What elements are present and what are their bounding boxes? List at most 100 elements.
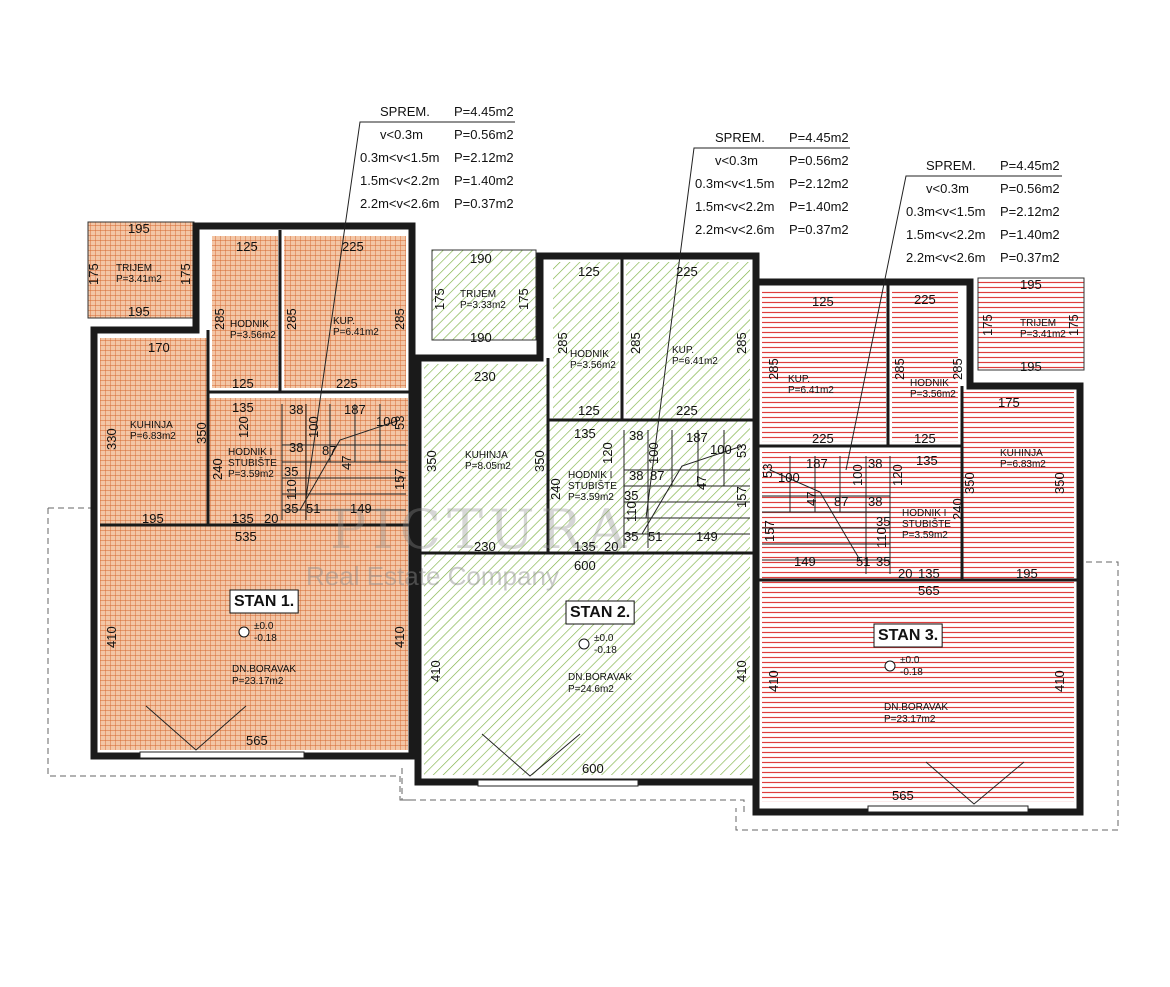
dimension-label: 110 (284, 479, 299, 500)
dimension-label: 38 (868, 456, 882, 471)
room-name: KUHINJA (465, 450, 508, 461)
dimension-label: 175 (516, 288, 531, 310)
dimension-label: 565 (246, 733, 268, 748)
dimension-label: 225 (336, 376, 358, 391)
room-name: KUHINJA (1000, 448, 1043, 459)
room-name: STUBIŠTE (568, 479, 617, 492)
staircase (623, 430, 750, 548)
storage-row-label: 0.3m<v<1.5m (360, 150, 440, 165)
room-area: P=3.59m2 (228, 469, 274, 480)
level-marker-icon (884, 660, 896, 672)
dimension-label: 20 (264, 511, 278, 526)
dimension-label: 110 (624, 501, 639, 522)
dimension-label: 135 (574, 426, 596, 441)
dimension-label: 20 (604, 539, 618, 554)
storage-row-area: P=4.45m2 (789, 130, 849, 145)
level-sub-value: -0.18 (254, 633, 277, 644)
terrace-door (481, 733, 581, 777)
dimension-label: 175 (432, 288, 447, 310)
storage-row-label: 2.2m<v<2.6m (695, 222, 775, 237)
exterior-walls (752, 278, 1084, 816)
dimension-label: 187 (806, 456, 828, 471)
storage-row-area: P=1.40m2 (789, 199, 849, 214)
dimension-label: 195 (1020, 359, 1042, 374)
dimension-label: 135 (574, 539, 596, 554)
dimension-label: 125 (812, 294, 834, 309)
level-value: ±0.0 (594, 633, 614, 644)
unit-stan-3 (735, 277, 1119, 831)
room-name: KUP. (788, 374, 810, 385)
dimension-label: 285 (284, 308, 299, 330)
unit-title-box (565, 600, 635, 625)
dimension-label: 285 (766, 358, 781, 380)
dimension-label: 135 (232, 400, 254, 415)
room-hodnik-stubiste (762, 452, 962, 580)
dimension-label: 51 (306, 501, 320, 516)
room-trijem (87, 221, 195, 319)
storage-row-label: 1.5m<v<2.2m (360, 173, 440, 188)
storage-row-label: 2.2m<v<2.6m (360, 196, 440, 211)
level-sub-value: -0.18 (594, 645, 617, 656)
dimension-label: 175 (86, 263, 101, 285)
dimension-label: 410 (734, 660, 749, 682)
dimension-label: 53 (734, 444, 749, 458)
storage-row-label: 1.5m<v<2.2m (695, 199, 775, 214)
dimension-label: 240 (950, 498, 965, 520)
dimension-label: 125 (578, 264, 600, 279)
unit-title: STAN 2. (570, 604, 630, 621)
room-name: TRIJEM (116, 263, 152, 274)
dimension-label: 35 (284, 464, 298, 479)
room-area: P=3.33m2 (460, 300, 506, 311)
room-area: P=23.17m2 (884, 714, 936, 725)
dimension-label: 285 (212, 308, 227, 330)
room-area: P=3.56m2 (570, 360, 616, 371)
unit-title: STAN 1. (234, 593, 294, 610)
dimension-label: 285 (628, 332, 643, 354)
dimension-label: 600 (582, 761, 604, 776)
dimension-label: 135 (916, 453, 938, 468)
dimension-label: 350 (424, 450, 439, 472)
room-kupaonica (626, 262, 750, 420)
dimension-label: 100 (306, 416, 321, 438)
room-hodnik (892, 290, 958, 442)
dimension-label: 100 (646, 442, 661, 464)
room-name: DN.BORAVAK (884, 702, 948, 713)
dimension-label: 170 (148, 340, 170, 355)
dimension-label: 47 (694, 476, 709, 490)
unit-stan-1 (47, 221, 416, 801)
watermark-tagline: Real Estate Company (306, 561, 559, 591)
interior-walls (418, 256, 756, 555)
room-boravak (100, 525, 408, 750)
exterior-walls (90, 222, 416, 760)
dimension-label: 225 (342, 239, 364, 254)
storage-row-label: 1.5m<v<2.2m (906, 227, 986, 242)
room-name: HODNIK (570, 349, 609, 360)
dimension-label: 285 (950, 358, 965, 380)
dimension-label: 225 (914, 292, 936, 307)
dimension-label: 35 (876, 514, 890, 529)
room-area: P=6.83m2 (130, 431, 176, 442)
dimension-label: 565 (892, 788, 914, 803)
dimension-label: 225 (676, 403, 698, 418)
exterior-walls (414, 252, 760, 786)
dimension-label: 135 (918, 566, 940, 581)
dimension-label: 350 (962, 472, 977, 494)
dimension-label: 535 (235, 529, 257, 544)
dimension-label: 240 (210, 458, 225, 480)
dimension-label: 87 (834, 494, 848, 509)
room-trijem (977, 277, 1085, 371)
dimension-label: 195 (1016, 566, 1038, 581)
dimension-label: 53 (392, 416, 407, 430)
dimension-label: 38 (629, 468, 643, 483)
dimension-label: 285 (392, 308, 407, 330)
dimension-label: 38 (868, 494, 882, 509)
unit-title-box (873, 623, 943, 648)
storage-row-area: P=0.56m2 (789, 153, 849, 168)
room-trijem (431, 249, 537, 341)
dimension-label: 87 (650, 468, 664, 483)
interior-walls (756, 282, 1080, 582)
dimension-label: 350 (1052, 472, 1067, 494)
room-kuhinja (100, 338, 208, 525)
level-value: ±0.0 (254, 621, 274, 632)
